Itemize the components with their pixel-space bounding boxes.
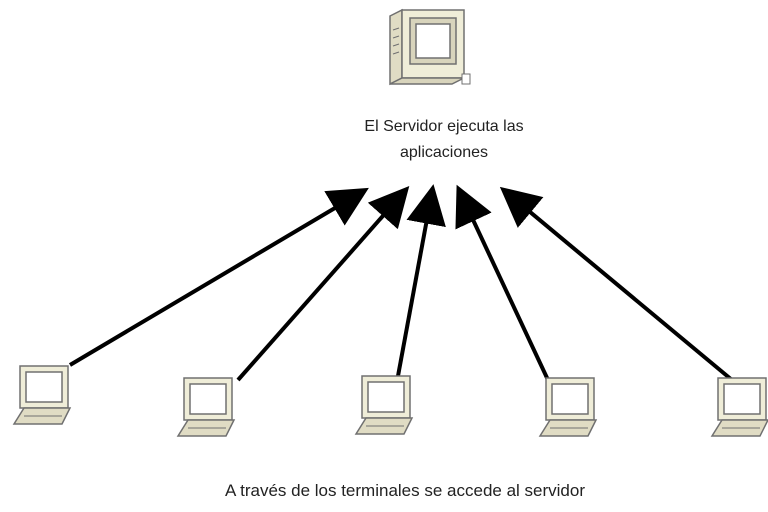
server-label: El Servidor ejecuta las aplicaciones — [284, 114, 604, 166]
terminal-computer-icon-5 — [710, 377, 768, 437]
arrow-terminal-4 — [455, 184, 550, 381]
server-label-line-1: El Servidor ejecuta las — [364, 118, 524, 135]
terminal-computer-icon-2 — [176, 377, 236, 437]
arrow-terminal-5 — [499, 186, 734, 382]
arrow-terminal-3 — [396, 184, 446, 377]
terminal-computer-icon-1 — [12, 365, 72, 425]
terminal-computer-icon-3 — [354, 375, 414, 435]
server-label-line-2: aplicaciones — [399, 144, 489, 161]
server-computer-icon — [389, 8, 471, 86]
arrow-terminal-1 — [68, 187, 369, 367]
diagram-caption: A través de los terminales se accede al … — [224, 481, 585, 500]
arrow-terminal-2 — [236, 186, 410, 382]
terminal-computer-icon-4 — [538, 377, 598, 437]
